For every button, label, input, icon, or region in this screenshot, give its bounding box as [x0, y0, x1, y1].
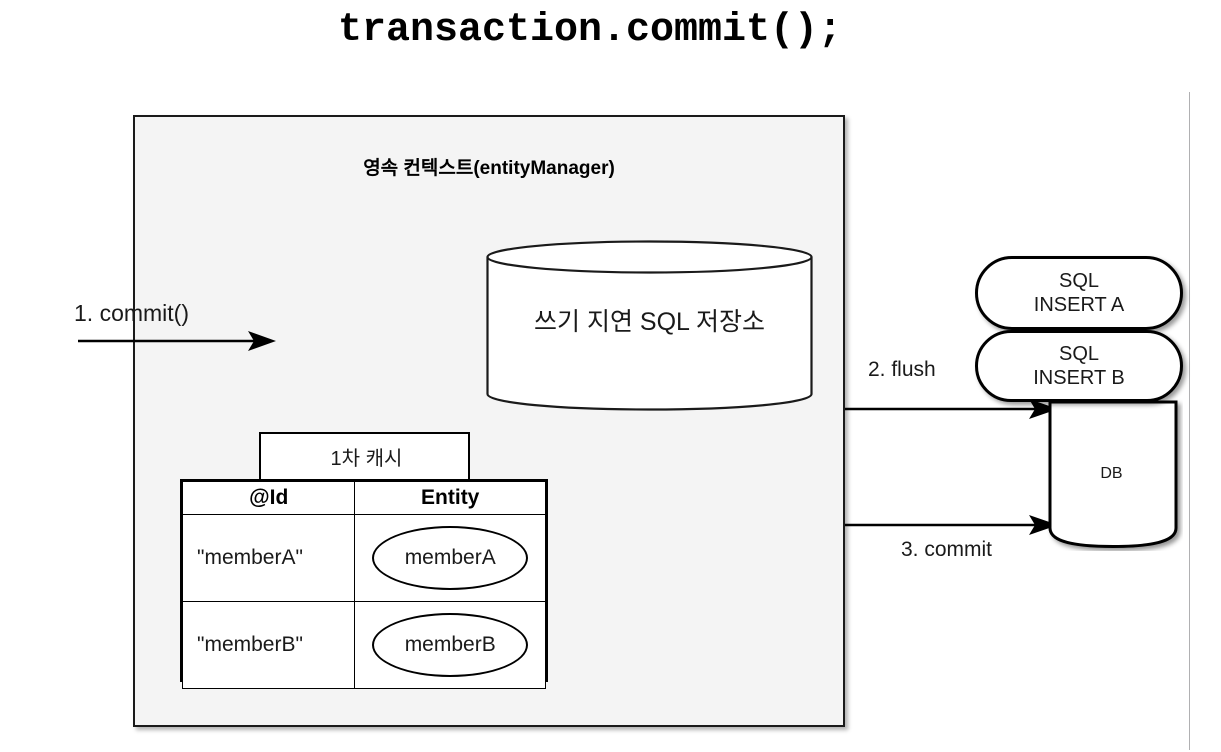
arrow-right-icon [845, 399, 1058, 419]
table-row: "memberA" memberA [181, 514, 546, 602]
cell-entity: memberA [354, 514, 546, 602]
column-header-entity: Entity [354, 481, 546, 515]
entity-ellipse: memberA [372, 526, 529, 590]
cylinder-icon [486, 240, 813, 411]
cell-entity: memberB [354, 601, 546, 689]
arrow-right-icon [845, 515, 1058, 535]
sql-insert-a-line2: INSERT A [1033, 294, 1125, 316]
sql-insert-a-box: SQL INSERT A [975, 256, 1183, 330]
first-level-cache-table: @Id Entity "memberA" memberA "memberB" m… [180, 479, 548, 689]
step2-label: 2. flush [868, 358, 936, 381]
sql-insert-a-line1: SQL [1058, 269, 1100, 292]
arrow-right-icon [78, 331, 276, 351]
first-level-cache-tab: 1차 캐시 [259, 432, 470, 482]
column-header-id: @Id [181, 481, 356, 515]
step1-arrow [78, 318, 278, 364]
cell-id: "memberB" [181, 601, 356, 689]
step3-arrow [845, 510, 1060, 540]
database-cylinder [1043, 396, 1183, 551]
database-label: DB [1100, 465, 1123, 482]
first-level-cache-tab-label: 1차 캐시 [330, 448, 403, 470]
page-title: transaction.commit(); [337, 8, 843, 53]
write-behind-sql-store: 쓰기 지연 SQL 저장소 [486, 240, 813, 411]
page-boundary-rule [1189, 92, 1190, 750]
step1-label: 1. commit() [74, 300, 189, 326]
persistence-context-title: 영속 컨텍스트(entityManager) [363, 158, 615, 179]
database-icon [1048, 400, 1178, 549]
cell-id: "memberA" [181, 514, 356, 602]
table-header-row: @Id Entity [181, 481, 546, 515]
write-behind-sql-store-label: 쓰기 지연 SQL 저장소 [534, 308, 765, 336]
step3-label: 3. commit [901, 538, 993, 561]
sql-insert-b-line1: SQL [1058, 342, 1100, 365]
table-row: "memberB" memberB [181, 601, 546, 689]
entity-ellipse: memberB [372, 613, 529, 677]
sql-insert-b-box: SQL INSERT B [975, 330, 1183, 402]
sql-insert-b-line2: INSERT B [1033, 367, 1125, 389]
step2-arrow [845, 394, 1060, 424]
